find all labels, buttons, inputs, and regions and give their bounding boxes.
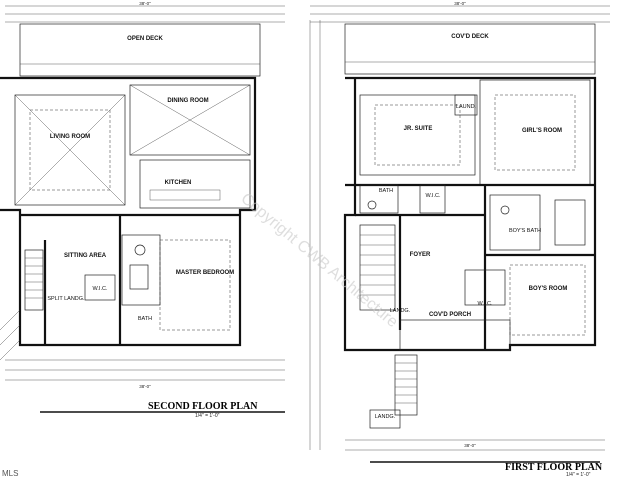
first-landing-label: LANDG.: [390, 308, 411, 314]
second-dining-label: DINING ROOM: [167, 98, 208, 104]
first-stairs: [359, 224, 396, 311]
watermark: Copyright CWB Architecture: [237, 190, 401, 331]
second-overall-dim-bottom: 38'-0": [139, 384, 151, 389]
second-floor-plan: 38'-0" OPEN DECK LIVING ROOM DINING ROOM…: [0, 1, 285, 419]
first-suite-label: JR. SUITE: [404, 126, 433, 132]
first-laund-label: LAUND.: [456, 104, 477, 110]
second-kitchen-label: KITCHEN: [165, 180, 192, 186]
second-overall-dim-top: 38'-0": [139, 1, 151, 6]
mls-label: MLS: [2, 469, 18, 478]
first-girls-label: GIRL'S ROOM: [522, 128, 562, 134]
second-stairs: [24, 249, 44, 311]
first-boys-bath-label: BOY'S BATH: [509, 228, 541, 234]
first-foyer-label: FOYER: [410, 252, 431, 258]
first-wic2-label: W.I.C.: [478, 301, 493, 307]
second-bath-label: BATH: [138, 316, 152, 322]
second-plan-title: SECOND FLOOR PLAN: [148, 401, 258, 412]
second-hatch: [0, 309, 21, 361]
first-landing2-label: LANDG.: [375, 414, 396, 420]
first-plan-title: FIRST FLOOR PLAN: [505, 462, 603, 473]
first-overall-dim-bottom: 38'-0": [464, 443, 476, 448]
first-exterior-stair: [369, 354, 418, 429]
first-covd-porch-label: COV'D PORCH: [429, 312, 471, 318]
second-open-deck: [19, 23, 261, 77]
second-living-label: LIVING ROOM: [50, 134, 90, 140]
second-master-label: MASTER BEDROOM: [176, 270, 234, 276]
first-boys-label: BOY'S ROOM: [529, 286, 568, 292]
second-plan-scale: 1/4" = 1'-0": [195, 413, 220, 419]
second-open-deck-label: OPEN DECK: [127, 36, 163, 42]
first-plan-scale: 1/4" = 1'-0": [566, 472, 591, 478]
first-bath-label: BATH: [379, 188, 393, 194]
first-floor-plan: 38'-0" COV'D DECK JR. SUITE LAUND. GIRL'…: [309, 1, 610, 478]
second-wic-label: W.I.C.: [93, 286, 108, 292]
first-wic-label: W.I.C.: [426, 193, 441, 199]
second-sitting-label: SITTING AREA: [64, 253, 107, 259]
second-landing-label: SPLIT LANDG.: [47, 296, 85, 302]
first-covd-deck-label: COV'D DECK: [451, 34, 489, 40]
first-overall-dim-top: 38'-0": [454, 1, 466, 6]
